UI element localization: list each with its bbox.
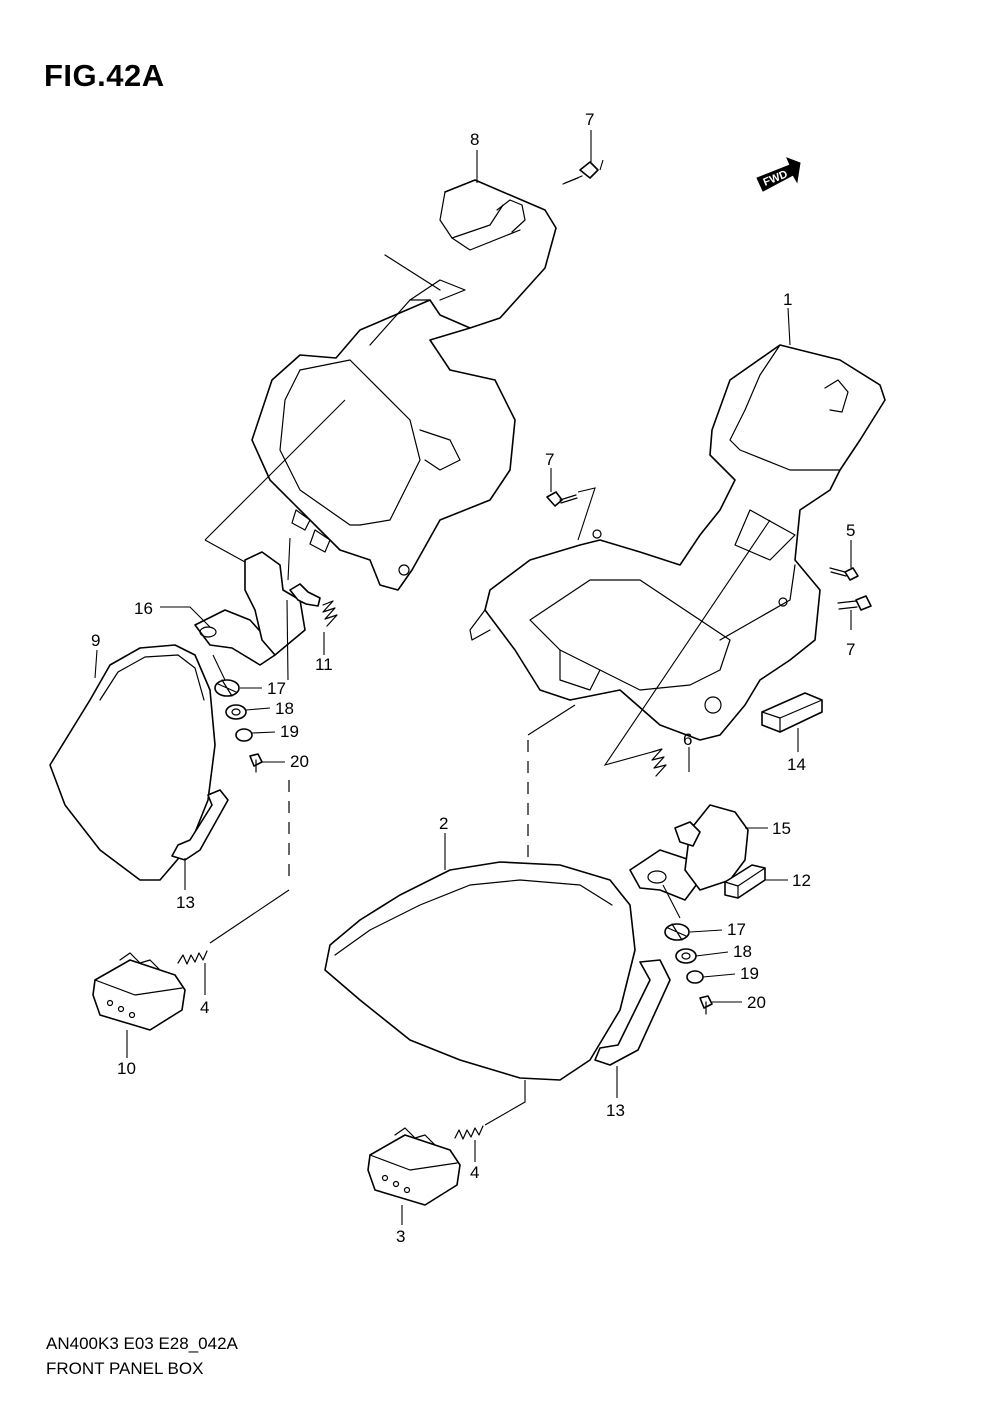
part-19-left-washer <box>235 728 253 742</box>
part-17-left-clip <box>214 679 240 697</box>
part-5-screw <box>829 567 859 581</box>
forward-arrow-icon: FWD <box>756 157 801 192</box>
part-7-screw-right <box>837 595 872 611</box>
callout-19-left: 19 <box>280 722 299 741</box>
callout-labels: 8 7 1 7 5 7 16 9 11 17 18 19 20 13 4 10 … <box>91 110 855 1246</box>
part-3-right-latch <box>367 1127 461 1206</box>
callout-1: 1 <box>783 290 792 309</box>
part-20-left-screw <box>249 753 263 773</box>
callout-7-top: 7 <box>585 110 594 129</box>
callout-13-left: 13 <box>176 893 195 912</box>
callout-9: 9 <box>91 631 100 650</box>
callout-3: 3 <box>396 1227 405 1246</box>
part-9-left-lid <box>49 644 216 881</box>
callout-11: 11 <box>315 655 333 674</box>
callout-7-right: 7 <box>846 640 855 659</box>
callout-20-left: 20 <box>290 752 309 771</box>
callout-4-left: 4 <box>200 998 209 1017</box>
part-10-left-latch <box>92 952 186 1031</box>
part-18-left-washer <box>225 704 247 720</box>
callout-6: 6 <box>683 730 692 749</box>
callout-14: 14 <box>787 755 806 774</box>
diagram-name: FRONT PANEL BOX <box>46 1359 204 1378</box>
part-19-right-washer <box>686 970 704 984</box>
part-18-right-washer <box>675 948 697 964</box>
figure-title: FIG.42A <box>44 58 165 93</box>
part-13-right-lid-seal <box>594 959 671 1066</box>
callout-4-right: 4 <box>470 1163 479 1182</box>
part-4-right-spring <box>454 1125 484 1140</box>
fwd-label: FWD <box>762 168 790 189</box>
callout-19-right: 19 <box>740 964 759 983</box>
part-6-spring <box>651 748 667 777</box>
callout-17-left: 17 <box>267 679 286 698</box>
part-13-left-lid-seal <box>171 789 229 861</box>
callout-8: 8 <box>470 130 479 149</box>
diagram-code: AN400K3 E03 E28_042A <box>46 1334 238 1353</box>
part-4-left-spring <box>177 950 208 965</box>
part-14-pad <box>761 692 823 733</box>
part-1-right-panel-box <box>469 344 886 741</box>
callout-18-right: 18 <box>733 942 752 961</box>
part-17-right-clip <box>664 923 690 941</box>
assembly-lines <box>204 159 771 1126</box>
callout-10: 10 <box>117 1059 136 1078</box>
callout-7-mid: 7 <box>545 450 554 469</box>
part-16-left-hinge-bracket <box>194 551 321 666</box>
part-11-spring <box>322 600 338 627</box>
callout-2: 2 <box>439 814 448 833</box>
part-7-screw-top <box>562 161 599 185</box>
part-7-screw-mid <box>546 491 578 507</box>
callout-13-right: 13 <box>606 1101 625 1120</box>
callout-18-left: 18 <box>275 699 294 718</box>
callout-20-right: 20 <box>747 993 766 1012</box>
callout-5: 5 <box>846 521 855 540</box>
callout-leaders <box>94 130 852 1225</box>
callout-15: 15 <box>772 819 791 838</box>
part-20-right-screw <box>699 995 713 1015</box>
part-2-right-lid <box>324 861 636 1081</box>
part-15-right-hinge-bracket <box>629 804 749 901</box>
callout-17-right: 17 <box>727 920 746 939</box>
callout-12: 12 <box>792 871 811 890</box>
part-8-left-panel-box <box>251 179 557 591</box>
callout-16: 16 <box>134 599 153 618</box>
